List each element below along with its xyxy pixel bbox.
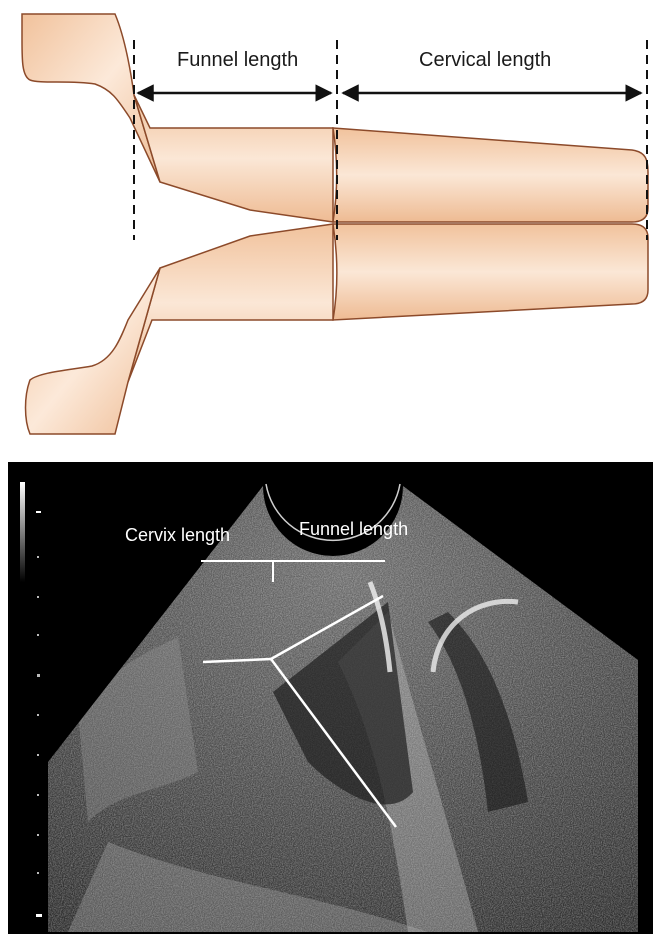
- depth-marker-bottom: [36, 914, 42, 917]
- funnel-length-label: Funnel length: [177, 49, 298, 71]
- us-funnel-length-label: Funnel length: [299, 519, 408, 539]
- cervix-funnel-diagram: Funnel length Cervical length: [0, 0, 660, 445]
- diagram-svg: Funnel length Cervical length: [0, 0, 660, 445]
- ultrasound-svg: Cervix length Funnel length: [8, 462, 653, 934]
- lower-cervical-segment: [333, 224, 648, 320]
- upper-funnel-segment: [134, 95, 333, 222]
- grayscale-bar: [20, 482, 25, 582]
- cervical-length-label: Cervical length: [419, 49, 551, 71]
- upper-cervical-segment: [333, 128, 648, 222]
- depth-scale-dots: [37, 556, 40, 874]
- upper-cervix-wall: [22, 14, 160, 182]
- lower-funnel-segment: [128, 224, 333, 382]
- depth-marker-top: [36, 511, 41, 513]
- cervix-length-label: Cervix length: [125, 525, 230, 545]
- ultrasound-image: Cervix length Funnel length: [8, 462, 653, 934]
